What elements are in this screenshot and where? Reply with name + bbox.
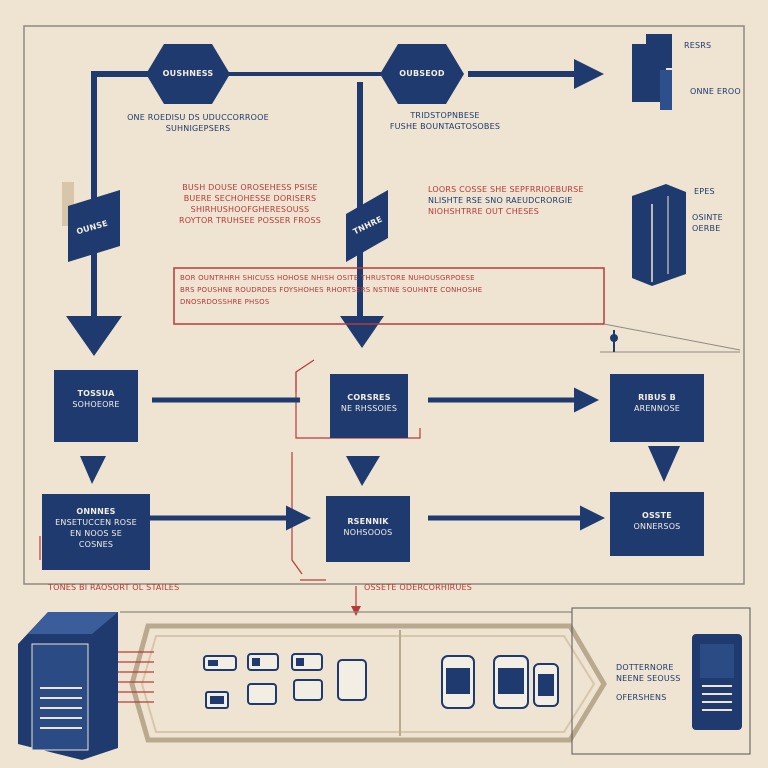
- box-label-line: TOSSUA: [77, 389, 115, 398]
- box-label-line: NE RHSSOIES: [340, 404, 398, 413]
- hexagon-right-label: OUBSEOD: [399, 69, 445, 78]
- hexagon-node-left[interactable]: [146, 44, 230, 104]
- box-r2c3-label: OSSTE ONNERSOS: [610, 510, 704, 532]
- storage-caption-line: NEENE SEOUSS: [616, 674, 681, 683]
- down-arrow-box-right: [648, 446, 680, 482]
- box-label-line: ONNERSOS: [633, 522, 681, 531]
- note-banner-frame: [173, 267, 605, 325]
- banner-line: DNOSRDOSSHRE PHSOS: [180, 298, 270, 306]
- box-r1c3-label: RIBUS B ARENNOSE: [610, 392, 704, 414]
- sidebar-mid-subtitle: OSINTE OERBE: [692, 212, 723, 234]
- top-note-left-line: ONE ROEDISU DS UDUCCORROOE: [127, 113, 269, 122]
- red-note-left-line: BUSH DOUSE OROSEHESS PSISE: [182, 183, 318, 192]
- box-label-line: ENSETUCCEN ROSE: [55, 518, 137, 527]
- red-note-left: BUSH DOUSE OROSEHESS PSISE BUERE SECHOHE…: [170, 182, 330, 226]
- red-note-right: LOORS COSSE SHE SEPFRRIOEBURSE NLISHTE R…: [428, 184, 606, 217]
- bottom-label-left: TONES BI RAOSORT OL STAILES: [48, 583, 180, 592]
- folder-stack-icon: [632, 34, 672, 110]
- top-note-right: TRIDSTOPNBESE FUSHE BOUNTAGTOSOBES: [370, 110, 520, 132]
- hexagon-left-label: OUSHNESS: [162, 69, 214, 78]
- box-r1c2-label: CORSRES NE RHSSOIES: [330, 392, 408, 414]
- box-label-line: EN NOOS SE: [70, 529, 122, 538]
- box-label-line: COSNES: [78, 540, 114, 549]
- sidebar-top-title: RESRS: [684, 41, 712, 50]
- box-label-line: NOHSOOOS: [343, 528, 393, 537]
- sidebar-mid-title: EPES: [694, 187, 715, 196]
- server-tower-left-icon: [18, 612, 118, 760]
- pin-marker: [610, 330, 618, 352]
- top-connectors: [66, 59, 604, 356]
- top-note-left-line: SUHNIGEPSERS: [165, 124, 231, 133]
- box-r1c1[interactable]: [54, 370, 138, 442]
- server-tower-right-icon: [692, 634, 742, 730]
- storage-caption: DOTTERNORE NEENE SEOUSS OFERSHENS: [616, 662, 681, 703]
- box-label-line: ARENNOSE: [633, 404, 681, 413]
- book-icon: [632, 184, 686, 286]
- flag-center: [346, 190, 388, 262]
- box-label-line: RIBUS B: [638, 393, 676, 402]
- outer-frame: [23, 25, 745, 585]
- device-icon-fills: [208, 658, 554, 704]
- box-label-line: ONNNES: [76, 507, 116, 516]
- box-r2c3[interactable]: [610, 492, 704, 556]
- box-r2c2-label: RSENNIK NOHSOOOS: [326, 516, 410, 538]
- banner-line: BRS POUSHNE ROUDRDES FOYSHOHES RHORTSERS…: [180, 286, 483, 294]
- bottom-label-center: OSSETE ODERCORHIRUES: [364, 583, 473, 592]
- red-note-left-line: BUERE SECHOHESSE DORISERS: [183, 194, 317, 203]
- flag-left: [62, 182, 120, 262]
- box-r1c1-label: TOSSUA SOHOEORE: [54, 388, 138, 410]
- box-r1c3[interactable]: [610, 374, 704, 442]
- banner-line: BOR OUNTRHRH SHICUSS HOHOSE NHISH OSITE …: [180, 274, 475, 282]
- top-note-left: ONE ROEDISU DS UDUCCORROOE SUHNIGEPSERS: [118, 112, 278, 134]
- down-arrow-box-center: [346, 456, 380, 486]
- note-banner: BOR OUNTRHRH SHICUSS HOHOSE NHISH OSITE …: [180, 272, 600, 308]
- sidebar-mid-subtitle-line: OERBE: [692, 224, 721, 233]
- hexagon-node-right[interactable]: [380, 44, 464, 104]
- box-label-line: OSSTE: [642, 511, 672, 520]
- box-label-line: RSENNIK: [347, 517, 389, 526]
- box-r2c1[interactable]: [42, 494, 150, 570]
- red-note-right-line: NLISHTE RSE SNO RAEUDCRORGIE: [428, 196, 573, 205]
- storage-caption-line: DOTTERNORE: [616, 663, 674, 672]
- red-note-right-line: NIOHSHTRRE OUT CHESES: [428, 207, 540, 216]
- flow-arrows: [150, 387, 605, 531]
- top-note-right-line: TRIDSTOPNBESE: [410, 111, 480, 120]
- down-arrow-center: [340, 316, 384, 348]
- top-note-right-line: FUSHE BOUNTAGTOSOBES: [389, 122, 501, 131]
- down-arrow-left: [66, 316, 122, 356]
- red-note-left-line: SHIRHUSHOOFGHERESOUSS: [190, 205, 310, 214]
- box-r2c1-label: ONNNES ENSETUCCEN ROSE EN NOOS SE COSNES: [42, 506, 150, 550]
- box-r1c2[interactable]: [330, 374, 408, 438]
- sidebar-mid-subtitle-line: OSINTE: [692, 213, 723, 222]
- sidebar-top-subtitle: ONNE EROO: [690, 87, 741, 96]
- red-note-right-line: LOORS COSSE SHE SEPFRRIOEBURSE: [428, 185, 584, 194]
- box-label-line: SOHOEORE: [72, 400, 120, 409]
- box-label-line: CORSRES: [347, 393, 391, 402]
- red-note-left-line: ROYTOR TRUHSEE POSSER FROSS: [178, 216, 322, 225]
- box-r2c2[interactable]: [326, 496, 410, 562]
- down-arrow-box-left: [80, 456, 106, 484]
- storage-caption-line: OFERSHENS: [616, 693, 667, 702]
